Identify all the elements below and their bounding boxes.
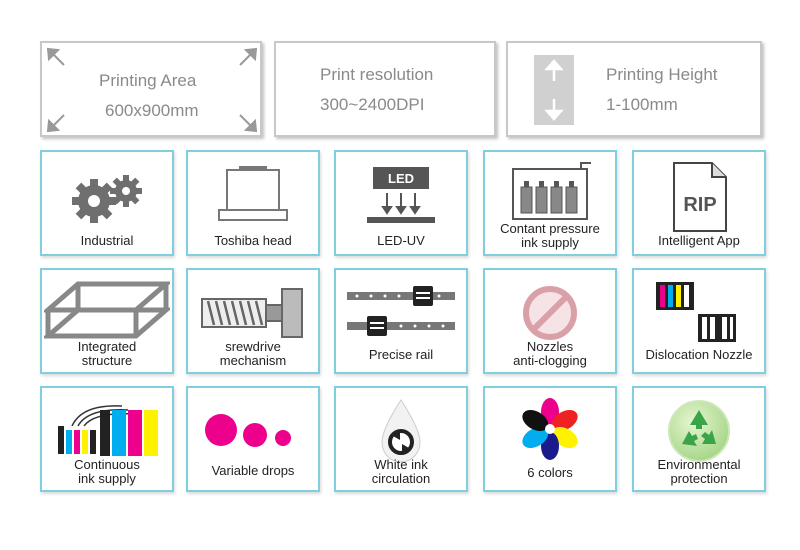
feature-label: 6 colors — [527, 465, 573, 480]
spec-print-resolution: Print resolution 300~2400DPI — [274, 41, 496, 137]
feature-label: srewdrive mechanism — [190, 340, 316, 368]
feature-constant-pressure: Contant pressure ink supply — [483, 150, 617, 256]
feature-6-colors: 6 colors — [483, 386, 617, 492]
feature-label-line1: Contant pressure — [500, 221, 600, 236]
feature-industrial: Industrial — [40, 150, 174, 256]
feature-nozzles-anti-clogging: Nozzles anti-clogging — [483, 268, 617, 374]
feature-intelligent-app: RIP Intelligent App — [632, 150, 766, 256]
feature-label-line1: Integrated — [77, 339, 137, 354]
feature-label-line1: Nozzles — [526, 339, 574, 354]
feature-label: Industrial — [80, 233, 134, 248]
white-ink-drop-icon — [381, 399, 421, 463]
no-clog-icon — [523, 286, 577, 340]
feature-label: White ink circulation — [338, 458, 464, 486]
feature-label-line2: protection — [670, 471, 728, 486]
feature-label: Nozzles anti-clogging — [487, 340, 613, 368]
feature-integrated-structure: Integrated structure — [40, 268, 174, 374]
feature-label-line1: Environmental — [657, 457, 741, 472]
spec-title: Print resolution — [320, 65, 434, 84]
feature-label-line2: anti-clogging — [513, 353, 587, 368]
drops-icon — [205, 414, 291, 447]
spec-value: 300~2400DPI — [320, 95, 425, 114]
feature-label: Precise rail — [368, 347, 434, 362]
feature-label: LED-UV — [377, 233, 425, 248]
led-uv-icon: LED — [367, 167, 435, 223]
feature-label: Toshiba head — [214, 233, 292, 248]
recycle-icon — [668, 400, 730, 462]
feature-label: Dislocation Nozzle — [645, 347, 753, 362]
height-arrows-icon — [534, 55, 574, 125]
feature-label-line1: White ink — [374, 457, 428, 472]
rip-text: RIP — [683, 194, 716, 216]
feature-dislocation-nozzle: Dislocation Nozzle — [632, 268, 766, 374]
color-flower-icon — [522, 398, 578, 460]
ink-tank-icon — [512, 162, 591, 220]
feature-label: Intelligent App — [658, 233, 740, 248]
spec-value: 1-100mm — [606, 95, 678, 114]
rip-file-icon: RIP — [673, 162, 727, 232]
ink-cartridges-icon — [58, 405, 158, 456]
feature-screwdrive: srewdrive mechanism — [186, 268, 320, 374]
feature-label: Environmental protection — [636, 458, 762, 486]
feature-label-line2: ink supply — [78, 471, 136, 486]
spec-title: Printing Height — [606, 65, 718, 84]
feature-label-line2: structure — [81, 353, 133, 368]
feature-label-line2: circulation — [371, 471, 431, 486]
feature-toshiba-head: Toshiba head — [186, 150, 320, 256]
feature-white-ink-circulation: White ink circulation — [334, 386, 468, 492]
screw-drive-icon — [201, 288, 303, 338]
feature-label: Contant pressure ink supply — [487, 222, 613, 250]
feature-led-uv: LED LED-UV — [334, 150, 468, 256]
gears-icon — [72, 175, 142, 223]
feature-environmental: Environmental protection — [632, 386, 766, 492]
feature-continuous-ink: Continuous ink supply — [40, 386, 174, 492]
feature-label: Continuous ink supply — [44, 458, 170, 486]
feature-label: Integrated structure — [44, 340, 170, 368]
feature-precise-rail: Precise rail — [334, 268, 468, 374]
feature-variable-drops: Variable drops — [186, 386, 320, 492]
feature-label-line2: ink supply — [521, 235, 579, 250]
spec-value: 600x900mm — [105, 101, 199, 120]
rail-icon — [347, 286, 455, 336]
feature-label-line2: mechanism — [219, 353, 287, 368]
led-text: LED — [388, 171, 414, 186]
nozzle-blocks-icon — [656, 282, 736, 342]
spec-printing-area: Printing Area 600x900mm — [40, 41, 262, 137]
frame-structure-icon — [44, 281, 170, 339]
spec-printing-height: Printing Height 1-100mm — [506, 41, 762, 137]
feature-label-line1: Continuous — [74, 457, 140, 472]
printhead-icon — [218, 166, 288, 221]
feature-label-line1: srewdrive — [225, 339, 281, 354]
spec-title: Printing Area — [99, 71, 197, 90]
feature-label: Variable drops — [211, 463, 295, 478]
expand-arrows-icon — [46, 47, 258, 133]
